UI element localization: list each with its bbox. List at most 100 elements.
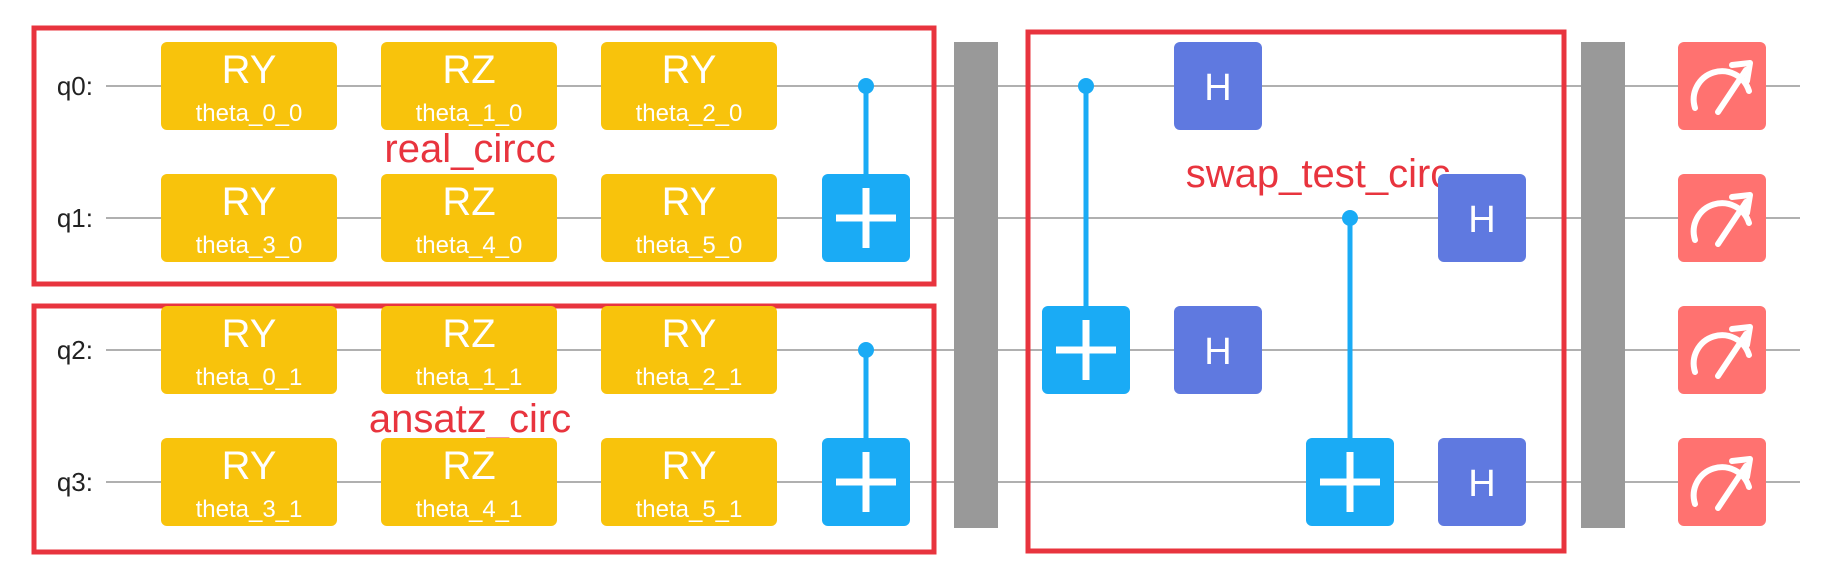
cnot-control-dot	[858, 78, 874, 94]
circuit-regions: real_circc ansatz_circ swap_test_circ	[31, 25, 1567, 555]
measurement-gate-q2	[1678, 306, 1766, 394]
cnot-gate-0	[822, 78, 910, 262]
hadamard-gate: H	[1174, 306, 1262, 394]
cnot-gate-1	[822, 342, 910, 526]
gate-box	[161, 306, 337, 394]
rotation-gate-rz: RZ theta_1_1	[381, 306, 557, 394]
gate-box	[381, 174, 557, 262]
rotation-gate-ry: RY theta_5_1	[601, 438, 777, 526]
gate-name-label: RZ	[442, 48, 495, 92]
gate-box	[1678, 42, 1766, 130]
rotation-gate-ry: RY theta_0_1	[161, 306, 337, 394]
rotation-gate-ry: RY theta_3_0	[161, 174, 337, 262]
hadamard-gate: H	[1438, 174, 1526, 262]
gate-name-label: RY	[662, 312, 717, 356]
gate-box	[161, 174, 337, 262]
qubit-label-q3: q3:	[57, 467, 93, 497]
rotation-gates: RYtheta_0_0RZtheta_1_0RYtheta_2_0RYtheta…	[161, 42, 777, 526]
hadamard-label: H	[1204, 331, 1231, 373]
hadamard-label: H	[1468, 463, 1495, 505]
gate-param-label: theta_1_1	[416, 364, 523, 391]
rotation-gate-rz: RZ theta_1_0	[381, 42, 557, 130]
cnot-gate-2	[1042, 78, 1130, 394]
plus-icon	[836, 452, 896, 512]
gate-box	[1678, 438, 1766, 526]
gate-box	[1174, 42, 1262, 130]
gate-box	[1174, 306, 1262, 394]
gate-box	[161, 438, 337, 526]
cnot-control-dot	[1342, 210, 1358, 226]
region-label-swap-test-circ: swap_test_circ	[1186, 152, 1451, 196]
gate-name-label: RY	[222, 312, 277, 356]
barrier-0	[954, 42, 998, 528]
qubit-labels: q0: q1: q2: q3:	[57, 71, 93, 497]
rotation-gate-rz: RZ theta_4_0	[381, 174, 557, 262]
cnot-control-dot	[1078, 78, 1094, 94]
barriers	[954, 42, 1625, 528]
gate-box	[601, 42, 777, 130]
region-box-real-circ	[31, 25, 937, 287]
gate-box	[601, 306, 777, 394]
rotation-gate-ry: RY theta_2_1	[601, 306, 777, 394]
gate-param-label: theta_2_0	[636, 100, 743, 127]
rotation-gate-ry: RY theta_3_1	[161, 438, 337, 526]
region-label-real-circ: real_circc	[384, 127, 555, 171]
gate-box	[161, 42, 337, 130]
gate-name-label: RY	[222, 444, 277, 488]
gate-box	[1678, 306, 1766, 394]
qubit-label-q1: q1:	[57, 203, 93, 233]
plus-icon	[1320, 452, 1380, 512]
gate-box	[601, 438, 777, 526]
hadamard-label: H	[1468, 199, 1495, 241]
gate-param-label: theta_0_1	[196, 364, 303, 391]
gate-name-label: RY	[222, 180, 277, 224]
gate-param-label: theta_1_0	[416, 100, 523, 127]
gate-param-label: theta_4_1	[416, 496, 523, 523]
gate-param-label: theta_5_1	[636, 496, 743, 523]
measurement-gate-q0	[1678, 42, 1766, 130]
hadamard-gates: H H H H	[1174, 42, 1526, 526]
gate-name-label: RZ	[442, 444, 495, 488]
gate-name-label: RY	[662, 444, 717, 488]
meter-icon	[1690, 456, 1753, 511]
meter-icon	[1690, 324, 1753, 379]
measurement-gate-q3	[1678, 438, 1766, 526]
plus-icon	[836, 188, 896, 248]
meter-icon	[1690, 60, 1753, 115]
measurement-gate-q1	[1678, 174, 1766, 262]
cnot-gates	[822, 78, 1394, 526]
rotation-gate-rz: RZ theta_4_1	[381, 438, 557, 526]
gate-name-label: RZ	[442, 180, 495, 224]
cnot-gate-3	[1306, 210, 1394, 526]
gate-box	[381, 438, 557, 526]
qubit-label-q2: q2:	[57, 335, 93, 365]
rotation-gate-ry: RY theta_5_0	[601, 174, 777, 262]
meter-icon	[1690, 192, 1753, 247]
hadamard-gate: H	[1174, 42, 1262, 130]
measurement-gates	[1678, 42, 1766, 526]
gate-name-label: RZ	[442, 312, 495, 356]
hadamard-gate: H	[1438, 438, 1526, 526]
gate-box	[1438, 174, 1526, 262]
gate-box	[381, 306, 557, 394]
gate-param-label: theta_3_0	[196, 232, 303, 259]
gate-name-label: RY	[662, 48, 717, 92]
gate-param-label: theta_0_0	[196, 100, 303, 127]
gate-name-label: RY	[662, 180, 717, 224]
hadamard-label: H	[1204, 67, 1231, 109]
gate-param-label: theta_2_1	[636, 364, 743, 391]
gate-box	[601, 174, 777, 262]
rotation-gate-ry: RY theta_2_0	[601, 42, 777, 130]
region-box-swap-test-circ	[1025, 29, 1567, 554]
gate-param-label: theta_5_0	[636, 232, 743, 259]
region-label-ansatz-circ: ansatz_circ	[369, 397, 571, 441]
gate-box	[1678, 174, 1766, 262]
gate-param-label: theta_3_1	[196, 496, 303, 523]
qubit-label-q0: q0:	[57, 71, 93, 101]
cnot-control-dot	[858, 342, 874, 358]
gate-box	[381, 42, 557, 130]
gate-box	[1438, 438, 1526, 526]
gate-param-label: theta_4_0	[416, 232, 523, 259]
